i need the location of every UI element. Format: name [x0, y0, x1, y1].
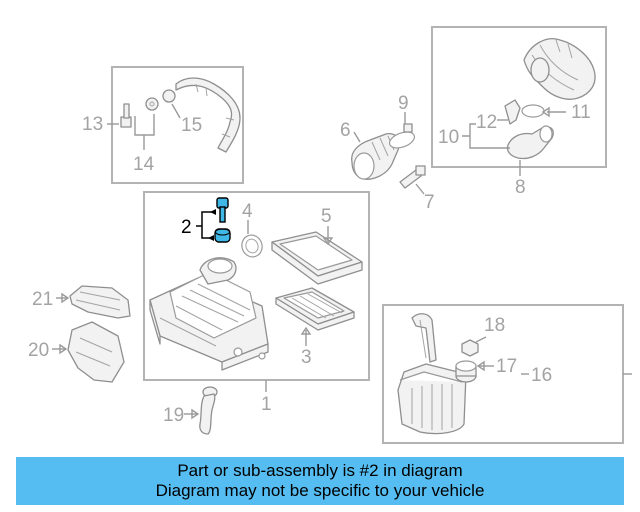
leader-15	[171, 103, 181, 119]
arrow-19	[191, 408, 200, 420]
leader-6	[353, 131, 361, 143]
duct-20-drawing	[67, 321, 125, 383]
hose-15-drawing	[162, 77, 241, 153]
arrow-21	[61, 292, 70, 304]
leader-10	[462, 123, 510, 149]
leader-14	[134, 114, 155, 136]
callout-14: 14	[133, 154, 155, 175]
intake-duct-group-box	[431, 26, 607, 168]
hose-group-box	[111, 66, 244, 184]
callout-11: 11	[571, 102, 591, 123]
bolt-13-drawing	[120, 103, 132, 128]
callout-20: 20	[28, 340, 49, 361]
clip-14-drawing	[145, 97, 159, 111]
clamp-9-drawing	[388, 123, 416, 149]
callout-21: 21	[32, 289, 53, 310]
info-banner: Part or sub-assembly is #2 in diagram Di…	[16, 457, 624, 505]
arrow-17	[476, 360, 485, 372]
callout-6: 6	[340, 120, 351, 141]
callout-3: 3	[301, 347, 312, 368]
callout-1: 1	[261, 394, 272, 415]
arrow-11	[541, 106, 550, 118]
duct-21-drawing	[69, 285, 131, 319]
callout-15: 15	[181, 115, 202, 136]
bolt-7-drawing	[399, 165, 426, 189]
callout-18: 18	[484, 315, 505, 336]
resonator-16-drawing	[397, 313, 467, 435]
callout-9: 9	[398, 93, 409, 114]
arrows-2	[208, 209, 216, 241]
callout-7: 7	[424, 192, 435, 213]
callout-16: 16	[531, 365, 552, 386]
grommet-2-drawing	[214, 228, 231, 243]
nut-18-drawing	[461, 339, 479, 357]
callout-12: 12	[476, 112, 497, 133]
hose-19-drawing	[199, 386, 218, 435]
air-cleaner-group-box	[143, 191, 370, 381]
leader-2	[196, 211, 216, 239]
gasket-4-drawing	[241, 234, 263, 258]
callout-10: 10	[438, 127, 459, 148]
bolt-2-drawing	[216, 197, 229, 223]
callout-2: 2	[181, 217, 192, 238]
banner-line-part: Part or sub-assembly is #2 in diagram	[177, 461, 463, 480]
callout-5: 5	[321, 206, 332, 227]
arrow-3	[300, 326, 312, 335]
filter-3-drawing	[275, 287, 355, 331]
leader-18	[475, 336, 487, 343]
parts-diagram: 13 14 15 9 11 12 10 8 6 7	[28, 26, 632, 444]
leader-7	[415, 183, 425, 195]
clamp-11-drawing	[521, 104, 545, 118]
air-cleaner-1-drawing	[149, 257, 269, 371]
callout-13: 13	[82, 114, 103, 135]
callout-19: 19	[163, 405, 184, 426]
sensor-12-drawing	[504, 99, 521, 125]
intake-duct-8-drawing	[506, 38, 596, 160]
sleeve-6-drawing	[351, 133, 400, 180]
callout-17: 17	[496, 356, 517, 377]
banner-line-disclaimer: Diagram may not be specific to your vehi…	[155, 481, 485, 500]
arrow-20	[59, 343, 68, 355]
callout-4: 4	[242, 201, 253, 222]
cover-5-drawing	[271, 231, 363, 285]
callout-8: 8	[515, 177, 526, 198]
arrow-5	[322, 237, 334, 246]
mount-17-drawing	[455, 360, 477, 383]
